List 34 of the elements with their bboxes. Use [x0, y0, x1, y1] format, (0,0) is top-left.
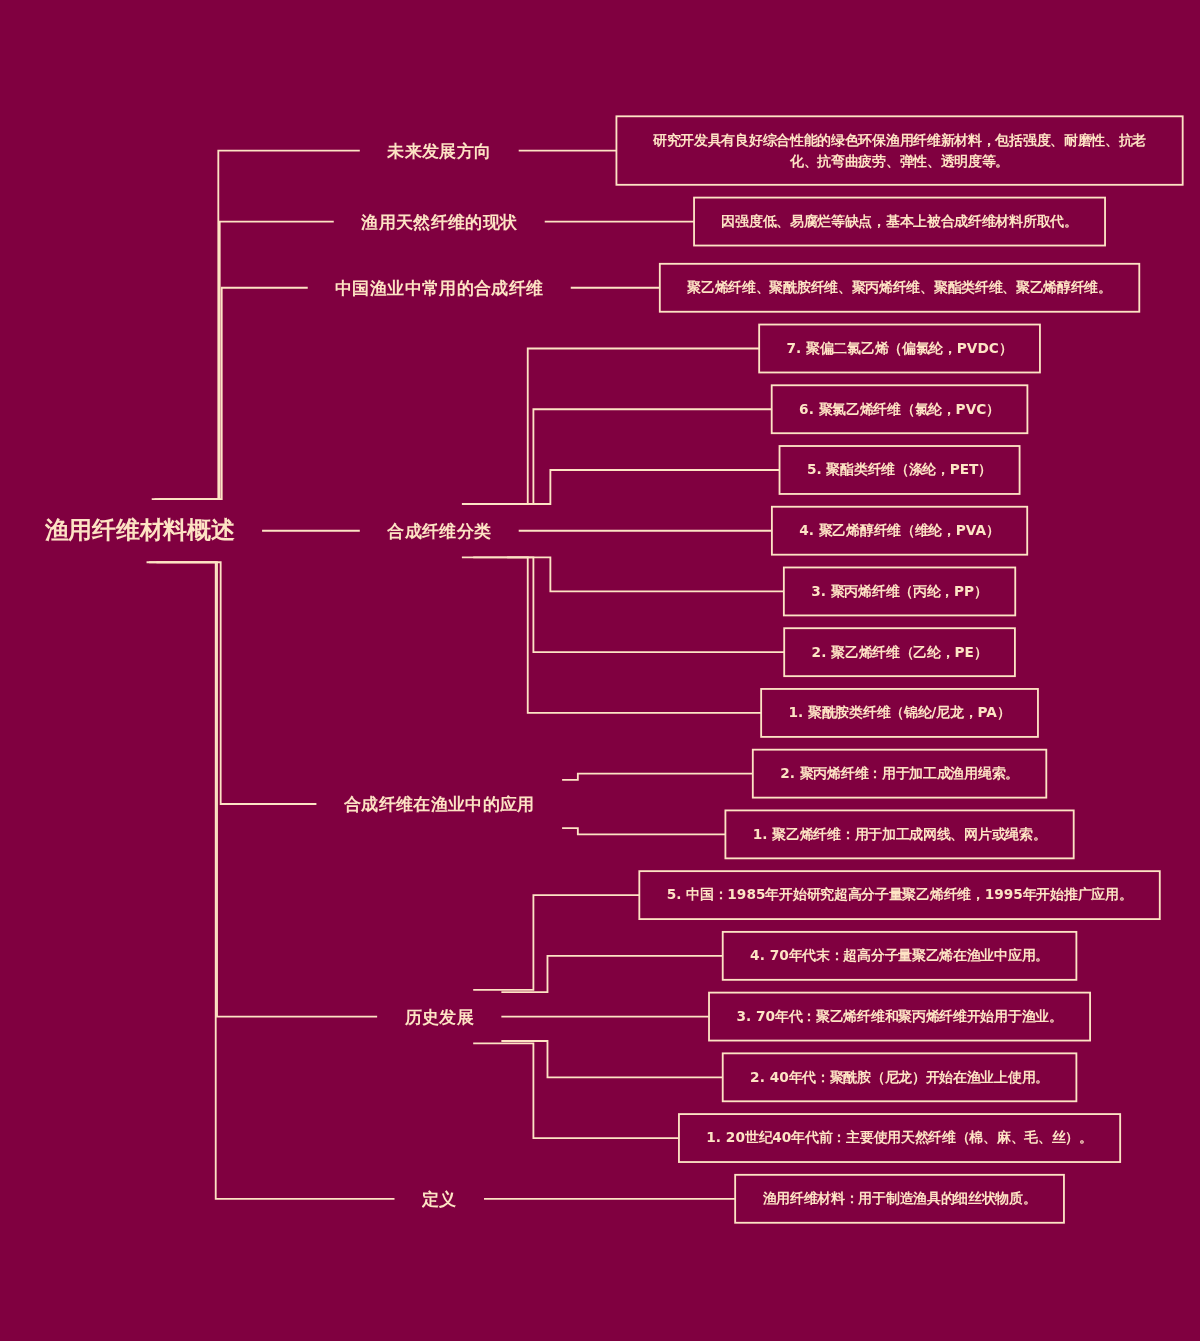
node-box: 7. 聚偏二氯乙烯（偏氯纶，PVDC） — [758, 323, 1041, 373]
connector — [150, 149, 361, 500]
node-box: 2. 40年代：聚酰胺（尼龙）开始在渔业上使用。 — [721, 1052, 1078, 1102]
node-box: 2. 聚乙烯纤维（乙纶，PE） — [783, 626, 1016, 677]
connector — [500, 1015, 710, 1018]
node-box: 5. 中国：1985年开始研究超高分子量聚乙烯纤维，1995年开始推广应用。 — [638, 869, 1161, 920]
node-text: 定义 — [421, 1188, 457, 1209]
node-box: 5. 聚酯类纤维（涤纶，PET） — [778, 444, 1021, 495]
node-text: 渔用纤维材料概述 — [44, 516, 235, 544]
connector — [145, 560, 396, 1200]
node-text: 渔用天然纤维的现状 — [361, 210, 518, 231]
node-text: 合成纤维在渔业中的应用 — [343, 793, 535, 814]
node-box: 4. 70年代末：超高分子量聚乙烯在渔业中应用。 — [721, 930, 1078, 981]
connector — [506, 468, 781, 505]
node-box: 因强度低、易腐烂等缺点，基本上被合成纤维材料所取代。 — [693, 196, 1106, 247]
connector — [543, 220, 695, 223]
node-box: 1. 聚乙烯纤维：用于加工成网线、网片或绳索。 — [724, 809, 1075, 859]
node-text: 合成纤维分类 — [387, 520, 492, 541]
connector — [153, 220, 335, 500]
connector — [261, 529, 361, 532]
node-text: 历史发展 — [404, 1005, 474, 1026]
node-box: 2. 聚丙烯纤维：用于加工成渔用绳索。 — [751, 748, 1048, 799]
node-box: 渔用纤维材料：用于制造渔具的细丝状物质。 — [734, 1173, 1065, 1224]
node-box: 6. 聚氯乙烯纤维（氯纶，PVC） — [770, 383, 1029, 434]
node-box: 1. 20世纪40年代前：主要使用天然纤维（棉、麻、毛、丝）。 — [678, 1112, 1122, 1163]
node-text: 中国渔业中常用的合成纤维 — [335, 277, 544, 298]
node-box: 1. 聚酰胺类纤维（锦纶/尼龙，PA） — [760, 687, 1039, 738]
node-box: 3. 聚丙烯纤维（丙纶，PP） — [782, 566, 1017, 616]
node-box: 研究开发具有良好综合性能的绿色环保渔用纤维新材料，包括强度、耐磨性、抗老化、抗弯曲疲劳、弹性、透明度等。 — [615, 115, 1184, 186]
node-box: 3. 70年代：聚乙烯纤维和聚丙烯纤维开始用于渔业。 — [708, 991, 1091, 1042]
node-box: 4. 聚乙烯醇纤维（维纶，PVA） — [770, 505, 1029, 556]
node-box: 聚乙烯纤维、聚酰胺纤维、聚丙烯纤维、聚酯类纤维、聚乙烯醇纤维。 — [658, 262, 1141, 313]
node-text: 未来发展方向 — [387, 139, 492, 160]
connector — [157, 286, 309, 500]
